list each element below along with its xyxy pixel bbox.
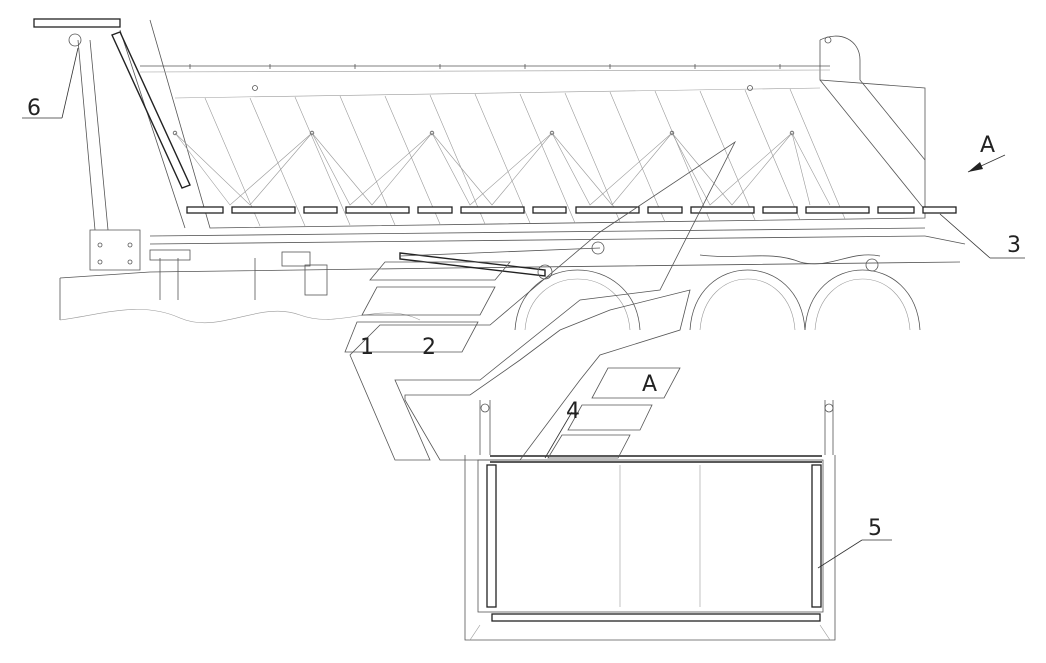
leader-lines [22,47,1025,569]
landing-gear [149,249,328,300]
tailgate-right-post [811,464,822,608]
view-arrow-a: A [967,133,1006,173]
part-1-plate-b [361,286,496,316]
rear-frame-outline [464,455,836,641]
rear-brace [859,79,926,161]
part-1-plate-a [369,261,511,281]
tailgate-bottom-bar [491,613,821,622]
side-panel-bolts [172,85,795,136]
ground-contour [59,309,421,323]
hydraulic-cylinder [399,241,605,280]
tarp-rope-lines [174,132,831,206]
detail-label-a: A [642,372,657,397]
kingpin-plate [89,229,141,271]
dump-body-outline [149,19,926,229]
top-rail-inner [139,69,831,73]
frame-beam-top [149,227,926,237]
lower-rail-strips [186,206,957,214]
part-2-profile [404,289,691,461]
part-4-plate-b [547,434,631,459]
front-wall-inner [119,29,186,229]
brake-hose [699,254,881,265]
rear-light [865,258,879,272]
view-arrow-label: A [980,133,995,158]
part-1-profile [349,140,737,461]
rear-hinge-bolt [824,36,832,44]
front-top-plate [33,18,121,28]
wheel-fenders [514,269,921,331]
front-ladder-bar [111,31,191,189]
part-4-plate-a [567,404,653,431]
tailgate-left-post [486,464,497,608]
tailgate-panel [477,459,824,613]
trailer-side-view [33,18,966,331]
part-a-plate [591,367,681,399]
callout-6: 6 [27,96,41,121]
frame-beam-bottom [149,235,926,245]
callout-5: 5 [868,516,882,541]
rear-frame-feet [469,624,831,641]
callout-1: 1 [360,335,374,360]
kingpin-bolts [97,242,133,265]
callout-3: 3 [1007,233,1021,258]
front-post [77,39,109,231]
side-panel-diagonals [204,88,846,227]
callout-4: 4 [566,399,580,424]
rear-bumper [924,235,966,245]
chassis-outline [59,261,961,320]
callout-2: 2 [422,335,436,360]
part-2-plate [344,321,479,353]
top-rail-bolts [189,64,781,69]
front-pivot [68,33,82,47]
upper-side-rail [174,87,821,99]
rear-gate-diagonal [819,79,926,211]
exploded-parts [344,140,737,461]
rear-view-detail [464,400,836,641]
